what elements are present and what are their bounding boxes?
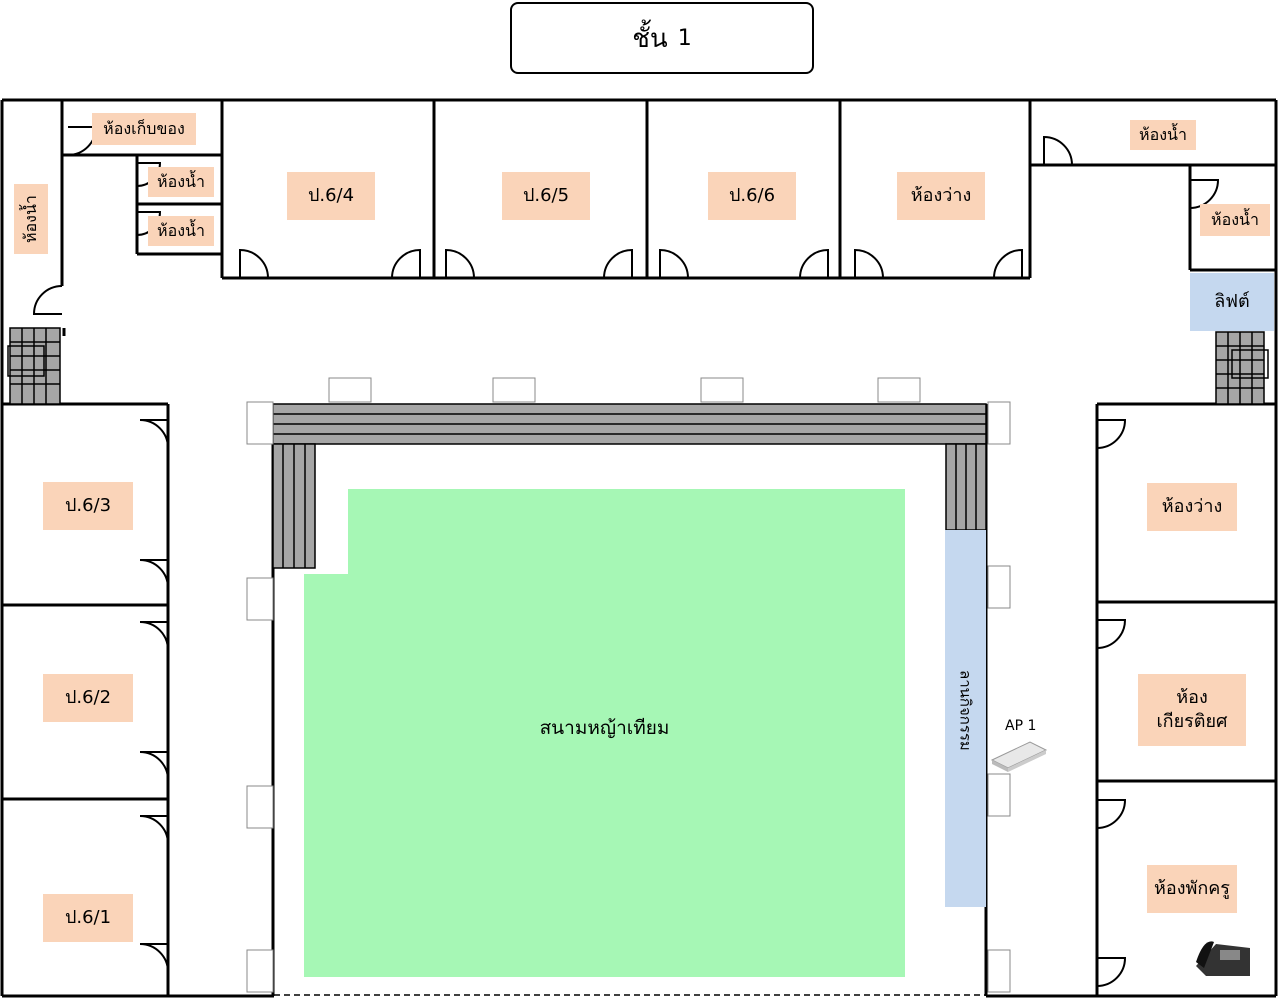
activity-area-label: ลานกิจกรรม xyxy=(956,669,975,751)
classroom-p65-label: ป.6/5 xyxy=(502,172,590,220)
classroom-p62-label: ป.6/2 xyxy=(43,674,133,722)
small-toilet-1-label: ห้องน้ำ xyxy=(148,167,214,197)
teacher-room-label: ห้องพักครู xyxy=(1147,865,1237,913)
floor-title-text: ชั้น xyxy=(632,23,668,54)
classroom-p66-label: ป.6/6 xyxy=(708,172,796,220)
honor-room-label-line2: เกียรติยศ xyxy=(1156,711,1228,732)
storage-room-label: ห้องเก็บของ xyxy=(92,113,196,145)
classroom-p61-label: ป.6/1 xyxy=(43,894,133,942)
honor-room-label-line1: ห้อง xyxy=(1176,686,1208,708)
telephone-icon xyxy=(1196,941,1250,976)
access-point-label: AP 1 xyxy=(1005,718,1037,734)
lift-label: ลิฟต์ xyxy=(1190,273,1274,331)
empty-room-right-label: ห้องว่าง xyxy=(1147,483,1237,531)
empty-room-top-label: ห้องว่าง xyxy=(897,172,985,220)
floor-title: ชั้น 1 xyxy=(510,2,814,74)
classroom-p64-label: ป.6/4 xyxy=(287,172,375,220)
floor-title-number: 1 xyxy=(677,25,692,51)
right-top-toilet-label: ห้องน้ำ xyxy=(1130,120,1196,150)
access-point-icon xyxy=(990,741,1048,772)
right-toilet-label: ห้องน้ำ xyxy=(1200,204,1270,236)
honor-room-label: ห้อง เกียรติยศ xyxy=(1138,674,1246,746)
small-toilet-2-label: ห้องน้ำ xyxy=(148,216,214,246)
classroom-p63-label: ป.6/3 xyxy=(43,482,133,530)
left-toilet-label: ห้องน้ำ xyxy=(14,184,48,254)
courtyard-label: สนามหญ้าเทียม xyxy=(539,717,670,739)
